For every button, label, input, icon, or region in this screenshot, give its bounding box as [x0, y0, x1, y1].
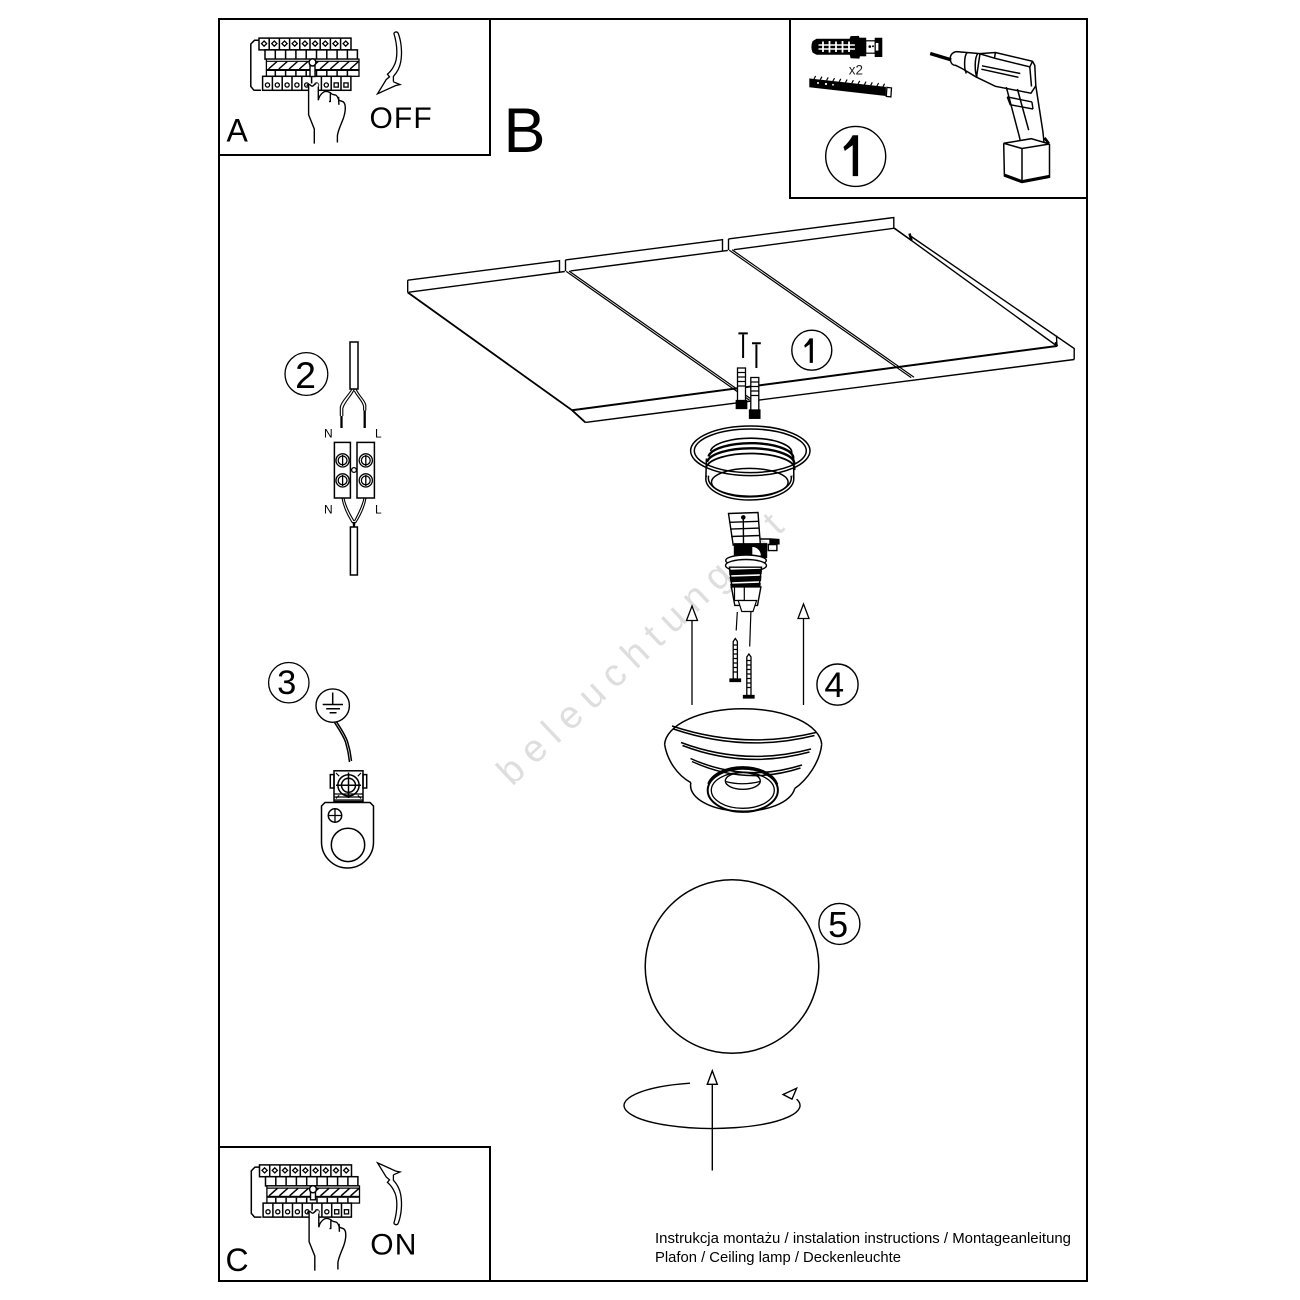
svg-text:4: 4 [824, 665, 844, 705]
svg-text:A: A [227, 112, 249, 148]
svg-text:N: N [324, 427, 333, 441]
svg-text:x2: x2 [849, 62, 863, 77]
svg-text:L: L [375, 427, 382, 441]
svg-text:C: C [226, 1242, 249, 1278]
svg-text:OFF: OFF [370, 102, 433, 135]
svg-text:5: 5 [828, 904, 848, 945]
svg-text:2: 2 [295, 354, 316, 396]
svg-text:L: L [375, 503, 382, 517]
svg-text:N: N [324, 503, 333, 517]
svg-text:3: 3 [277, 664, 296, 702]
svg-text:ON: ON [370, 1229, 417, 1262]
svg-text:Plafon / Ceiling lamp / Decken: Plafon / Ceiling lamp / Deckenleuchte [655, 1250, 901, 1266]
svg-text:B: B [504, 96, 546, 166]
svg-text:Instrukcja montażu / instalati: Instrukcja montażu / instalation instruc… [655, 1230, 1071, 1247]
